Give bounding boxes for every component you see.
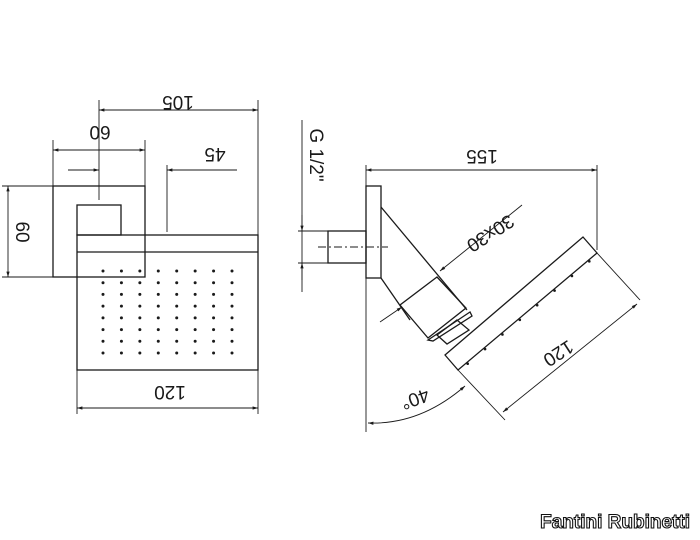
nozzle-dot: [175, 351, 179, 355]
side-nozzle-dot: [501, 333, 504, 336]
nozzle-dot: [212, 269, 216, 273]
nozzle-dot: [230, 328, 234, 332]
nozzle-dot: [175, 292, 179, 296]
nozzle-grid: [101, 269, 234, 355]
nozzle-dot: [212, 281, 216, 285]
nozzle-dot: [193, 328, 197, 332]
nozzle-dot: [119, 269, 123, 273]
nozzle-dot: [138, 292, 142, 296]
nozzle-dot: [138, 281, 142, 285]
nozzle-dot: [230, 339, 234, 343]
nozzle-dot: [212, 304, 216, 308]
nozzle-dot: [138, 269, 142, 273]
nozzle-dot: [230, 292, 234, 296]
nozzle-dot: [138, 351, 142, 355]
nozzle-dot: [175, 281, 179, 285]
nozzle-dot: [156, 351, 160, 355]
nozzle-dot: [156, 304, 160, 308]
nozzle-dot: [119, 328, 123, 332]
nozzle-dot: [175, 339, 179, 343]
nozzle-dot: [119, 281, 123, 285]
shower-head: [76, 234, 259, 371]
nozzle-dot: [212, 292, 216, 296]
nozzle-dot: [156, 316, 160, 320]
nozzle-dot: [101, 339, 105, 343]
nozzle-dot: [193, 281, 197, 285]
nozzle-dot: [212, 339, 216, 343]
side-nozzle-dot: [588, 260, 591, 263]
nozzle-dot: [101, 351, 105, 355]
side-nozzle-dot: [570, 274, 574, 278]
nozzle-dot: [193, 316, 197, 320]
nozzle-dot: [119, 304, 123, 308]
nozzle-dot: [101, 316, 105, 320]
nozzle-dot: [193, 269, 197, 273]
nozzle-dot: [212, 328, 216, 332]
nozzle-dot: [193, 351, 197, 355]
wall-flange: [365, 185, 382, 279]
nozzle-dot: [119, 351, 123, 355]
dim-plate-width: 60: [89, 121, 110, 142]
nozzle-dot: [156, 269, 160, 273]
nozzle-dot: [230, 269, 234, 273]
swivel-joint: [435, 319, 471, 345]
nozzle-dot: [119, 339, 123, 343]
nozzle-dot: [193, 339, 197, 343]
nozzle-dot: [230, 281, 234, 285]
side-nozzle-dot: [466, 362, 469, 365]
nozzle-dot: [101, 328, 105, 332]
dim-overall-depth: 105: [162, 91, 194, 112]
nozzle-dot: [175, 316, 179, 320]
side-view: G 1/2" 155 30x30 120 40°: [298, 120, 641, 432]
arm-stub: [76, 204, 122, 236]
nozzle-dot: [101, 292, 105, 296]
front-view: 105 60 45 60 120: [2, 91, 259, 414]
nozzle-dot: [138, 328, 142, 332]
nozzle-dot: [101, 269, 105, 273]
nozzle-dot: [138, 316, 142, 320]
nozzle-dot: [138, 339, 142, 343]
nozzle-dot: [138, 304, 142, 308]
side-nozzle-dot: [483, 347, 487, 351]
arm-lower-edge: [380, 277, 411, 321]
dim-head-width: 120: [154, 381, 186, 402]
side-nozzle-dot: [518, 318, 522, 322]
nozzle-dot: [119, 292, 123, 296]
dim-projection: 155: [466, 145, 498, 166]
nozzle-dot: [212, 351, 216, 355]
nozzle-dot: [193, 292, 197, 296]
nozzle-dot: [156, 328, 160, 332]
nozzle-dot: [156, 292, 160, 296]
nozzle-dot: [175, 269, 179, 273]
nozzle-dot: [156, 339, 160, 343]
side-nozzle-dot: [535, 303, 539, 307]
nozzle-dot: [212, 316, 216, 320]
arm-body: [399, 276, 467, 339]
dim-thread: G 1/2": [305, 128, 326, 181]
nozzle-dot: [101, 281, 105, 285]
nozzle-dot: [175, 328, 179, 332]
nozzle-dot: [119, 316, 123, 320]
nozzle-dot: [193, 304, 197, 308]
dim-arm-section: 30x30: [463, 210, 518, 256]
dim-plate-height: 60: [11, 221, 32, 242]
nozzle-dot: [101, 304, 105, 308]
brand-logo: Fantini Rubinetti: [540, 512, 690, 533]
nozzle-dot: [230, 316, 234, 320]
nozzle-dot: [156, 281, 160, 285]
nozzle-dot: [175, 304, 179, 308]
dim-head-length: 120: [539, 335, 577, 370]
dim-tilt-angle: 40°: [398, 383, 432, 413]
nozzle-dot: [230, 351, 234, 355]
side-nozzle-dot: [553, 289, 556, 292]
nozzle-dot: [230, 304, 234, 308]
dim-arm-offset: 45: [204, 143, 225, 164]
